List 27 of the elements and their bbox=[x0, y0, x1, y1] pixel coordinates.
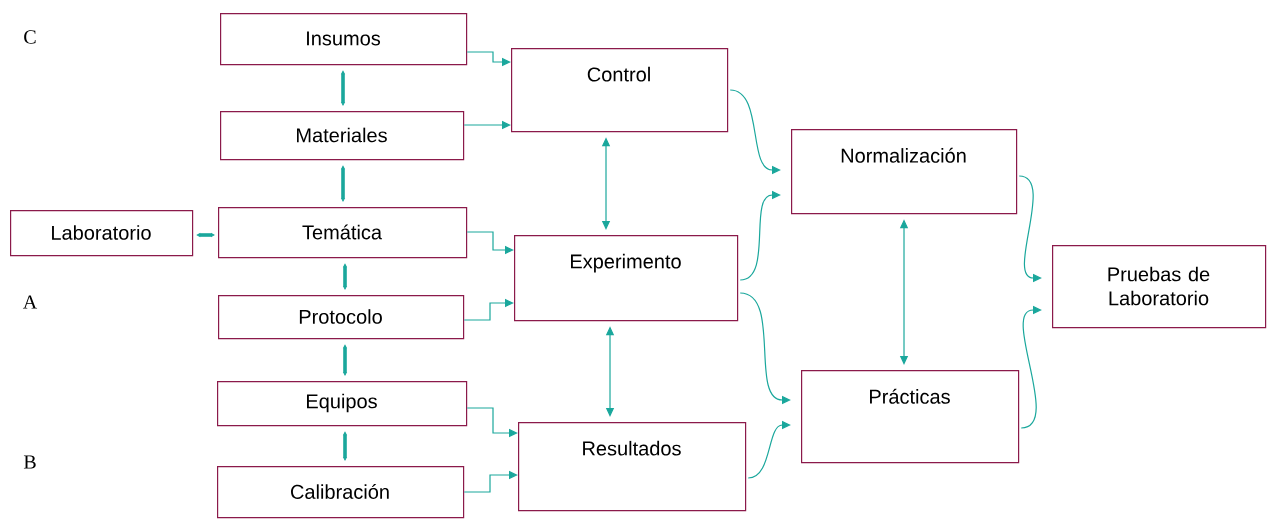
arrow bbox=[341, 70, 345, 106]
process-box: Materiales bbox=[220, 111, 465, 161]
panel-letter: C bbox=[24, 30, 36, 44]
arrow bbox=[341, 165, 345, 202]
arrow bbox=[343, 431, 347, 461]
process-box: Laboratorio bbox=[10, 210, 194, 257]
panel-letter: A bbox=[22, 295, 38, 309]
panel-letter: B bbox=[23, 455, 36, 469]
process-box: Protocolo bbox=[218, 295, 465, 340]
arrow bbox=[463, 298, 514, 321]
arrow bbox=[343, 344, 347, 376]
process-box: Temática bbox=[218, 207, 468, 259]
process-box: Normalización bbox=[791, 129, 1018, 215]
process-box: Insumos bbox=[220, 13, 468, 66]
arrow bbox=[196, 233, 215, 237]
process-box: Equipos bbox=[217, 381, 468, 427]
process-box: Experimento bbox=[514, 235, 739, 322]
process-box: Resultados bbox=[518, 422, 747, 512]
arrow bbox=[343, 263, 347, 290]
process-box: Prácticas bbox=[801, 370, 1020, 464]
arrow bbox=[463, 470, 518, 493]
arrow bbox=[739, 190, 781, 281]
process-box: Pruebas de Laboratorio bbox=[1052, 245, 1267, 329]
arrow bbox=[747, 420, 791, 479]
arrow bbox=[1020, 305, 1042, 429]
process-box: Calibración bbox=[217, 466, 465, 519]
process-box: Control bbox=[511, 48, 729, 133]
